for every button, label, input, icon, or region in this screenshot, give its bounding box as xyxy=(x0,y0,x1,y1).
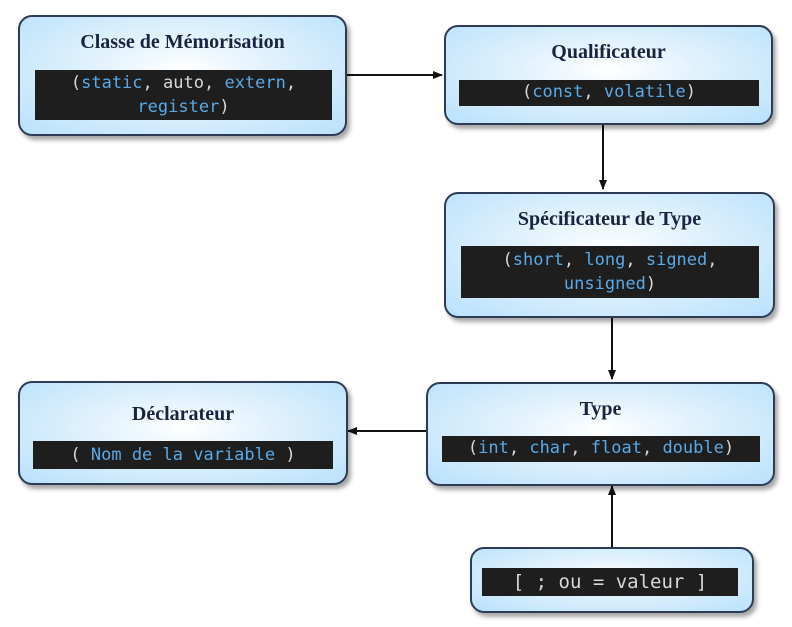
box-title: Qualificateur xyxy=(551,41,666,63)
box-title: Classe de Mémorisation xyxy=(80,31,285,53)
box-title: Déclarateur xyxy=(131,403,235,425)
code-block: (int, char, float, double) xyxy=(442,436,760,462)
code-block: ( Nom de la variable ) xyxy=(33,441,333,469)
box-declarateur: Déclarateur ( Nom de la variable ) xyxy=(18,381,348,485)
box-specificateur-type: Spécificateur de Type (short, long, sign… xyxy=(444,192,775,318)
code-block: (const, volatile) xyxy=(459,80,759,106)
code-block: (short, long, signed,unsigned) xyxy=(461,246,759,298)
box-valeur: [ ; ou = valeur ] xyxy=(470,547,754,613)
box-type: Type (int, char, float, double) xyxy=(426,382,775,486)
code-block: [ ; ou = valeur ] xyxy=(482,568,738,596)
box-classe-memorisation: Classe de Mémorisation (static, auto, ex… xyxy=(18,15,347,136)
box-title: Type xyxy=(579,398,622,420)
box-title: Spécificateur de Type xyxy=(517,208,702,230)
code-block: (static, auto, extern,register) xyxy=(35,70,332,120)
box-qualificateur: Qualificateur (const, volatile) xyxy=(444,25,773,125)
